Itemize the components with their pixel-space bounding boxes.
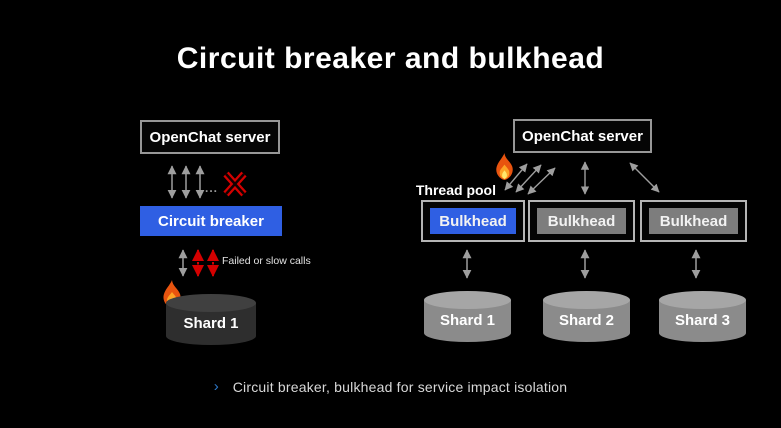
left-server-label: OpenChat server — [149, 128, 271, 146]
circuit-breaker-box: Circuit breaker — [140, 206, 282, 236]
left-openchat-server-box: OpenChat server — [140, 120, 280, 154]
cylinder-shape — [166, 294, 256, 345]
cylinder-shape — [659, 291, 746, 342]
page-title: Circuit breaker and bulkhead — [176, 42, 605, 75]
chevron-bullet-icon: › — [213, 378, 219, 395]
failed-calls-label: Failed or slow calls — [222, 255, 311, 267]
footer-bullet-line: › Circuit breaker, bulkhead for service … — [0, 378, 781, 395]
shard-cylinder-2: Shard 2 — [541, 290, 632, 343]
bulkhead-cell-1: Bulkhead — [421, 200, 525, 242]
bulkhead-shard-arrows — [462, 249, 701, 279]
failed-call-arrows — [178, 249, 219, 277]
server-breaker-arrows — [167, 165, 205, 199]
shard-label-1: Shard 1 — [439, 312, 496, 329]
right-openchat-server-box: OpenChat server — [513, 119, 652, 153]
circuit-breaker-label: Circuit breaker — [158, 212, 264, 230]
cylinder-shape — [424, 291, 511, 342]
thread-pool-label: Thread pool — [415, 182, 496, 198]
bulkhead-cell-2: Bulkhead — [528, 200, 635, 242]
footer-text: Circuit breaker, bulkhead for service im… — [232, 378, 568, 395]
left-shard-label: Shard 1 — [183, 315, 239, 332]
shard-cylinder-1: Shard 1 — [422, 290, 513, 343]
bulkhead-label-1: Bulkhead — [430, 208, 516, 234]
bulkhead-label-2: Bulkhead — [537, 208, 626, 234]
bulkhead-cell-3: Bulkhead — [640, 200, 747, 242]
shard-label-3: Shard 3 — [674, 312, 731, 329]
left-shard-cylinder: Shard 1 — [164, 293, 258, 346]
right-server-label: OpenChat server — [522, 127, 643, 145]
blocked-call-x-icon — [223, 171, 247, 197]
shard-label-2: Shard 2 — [558, 312, 615, 329]
thread-pool-arrows — [504, 161, 660, 195]
shard-cylinder-3: Shard 3 — [657, 290, 748, 343]
cylinder-shape — [543, 291, 630, 342]
fire-icon — [496, 152, 513, 181]
ellipsis-label: ... — [205, 181, 219, 195]
bulkhead-label-3: Bulkhead — [649, 208, 738, 234]
